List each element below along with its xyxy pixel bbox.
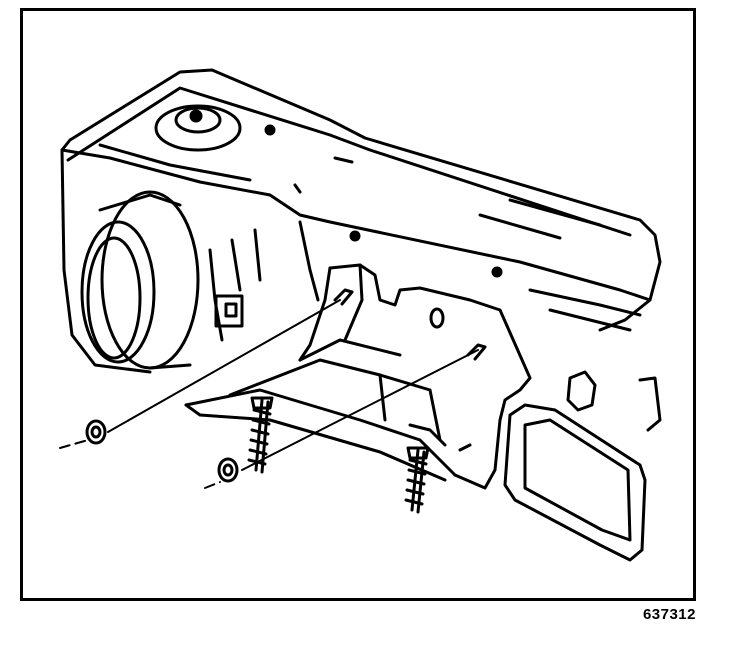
leader-lines xyxy=(59,299,479,489)
right-nut xyxy=(217,457,239,483)
figure-id-label: 637312 xyxy=(642,606,696,623)
mount-bracket xyxy=(184,263,532,490)
left-screw xyxy=(247,396,274,474)
left-nut xyxy=(85,419,107,445)
duct-outlet xyxy=(503,403,647,562)
figure-frame xyxy=(20,8,696,601)
studs xyxy=(333,288,487,361)
blower-opening xyxy=(80,190,200,370)
hvac-housing xyxy=(60,68,662,432)
right-screw xyxy=(404,446,430,514)
